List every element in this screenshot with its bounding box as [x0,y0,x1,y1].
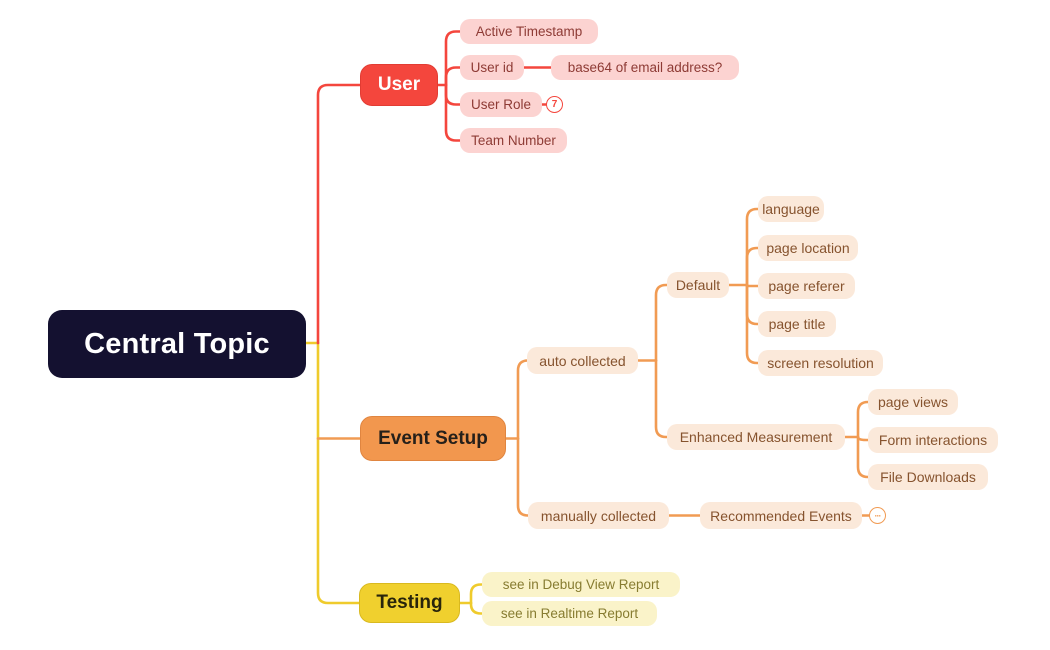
node-testing[interactable]: Testing [359,583,460,623]
node-user-id[interactable]: User id [460,55,524,80]
node-see-in-debug-view-report[interactable]: see in Debug View Report [482,572,680,597]
node-active-timestamp[interactable]: Active Timestamp [460,19,598,44]
node-screen-resolution[interactable]: screen resolution [758,350,883,376]
recommended-events-collapse-badge[interactable]: ··· [869,507,886,524]
node-page-title[interactable]: page title [758,311,836,337]
node-recommended-events[interactable]: Recommended Events [700,502,862,529]
user-role-count-badge[interactable]: 7 [546,96,563,113]
node-manually-collected[interactable]: manually collected [528,502,669,529]
node-page-referer[interactable]: page referer [758,273,855,299]
connector-event-setup [316,207,876,517]
connector-user [316,30,559,345]
node-event-setup[interactable]: Event Setup [360,416,506,461]
node-user[interactable]: User [360,64,438,106]
node-default[interactable]: Default [667,272,729,298]
node-auto-collected[interactable]: auto collected [527,347,638,374]
connector-testing [303,341,490,615]
node-team-number[interactable]: Team Number [460,128,567,153]
node-base64-of-email[interactable]: base64 of email address? [551,55,739,80]
node-enhanced-measurement[interactable]: Enhanced Measurement [667,424,845,450]
node-central-topic[interactable]: Central Topic [48,310,306,378]
node-form-interactions[interactable]: Form interactions [868,427,998,453]
node-file-downloads[interactable]: File Downloads [868,464,988,490]
node-see-in-realtime-report[interactable]: see in Realtime Report [482,601,657,626]
node-page-location[interactable]: page location [758,235,858,261]
node-user-role[interactable]: User Role [460,92,542,117]
node-page-views[interactable]: page views [868,389,958,415]
node-language[interactable]: language [758,196,824,222]
